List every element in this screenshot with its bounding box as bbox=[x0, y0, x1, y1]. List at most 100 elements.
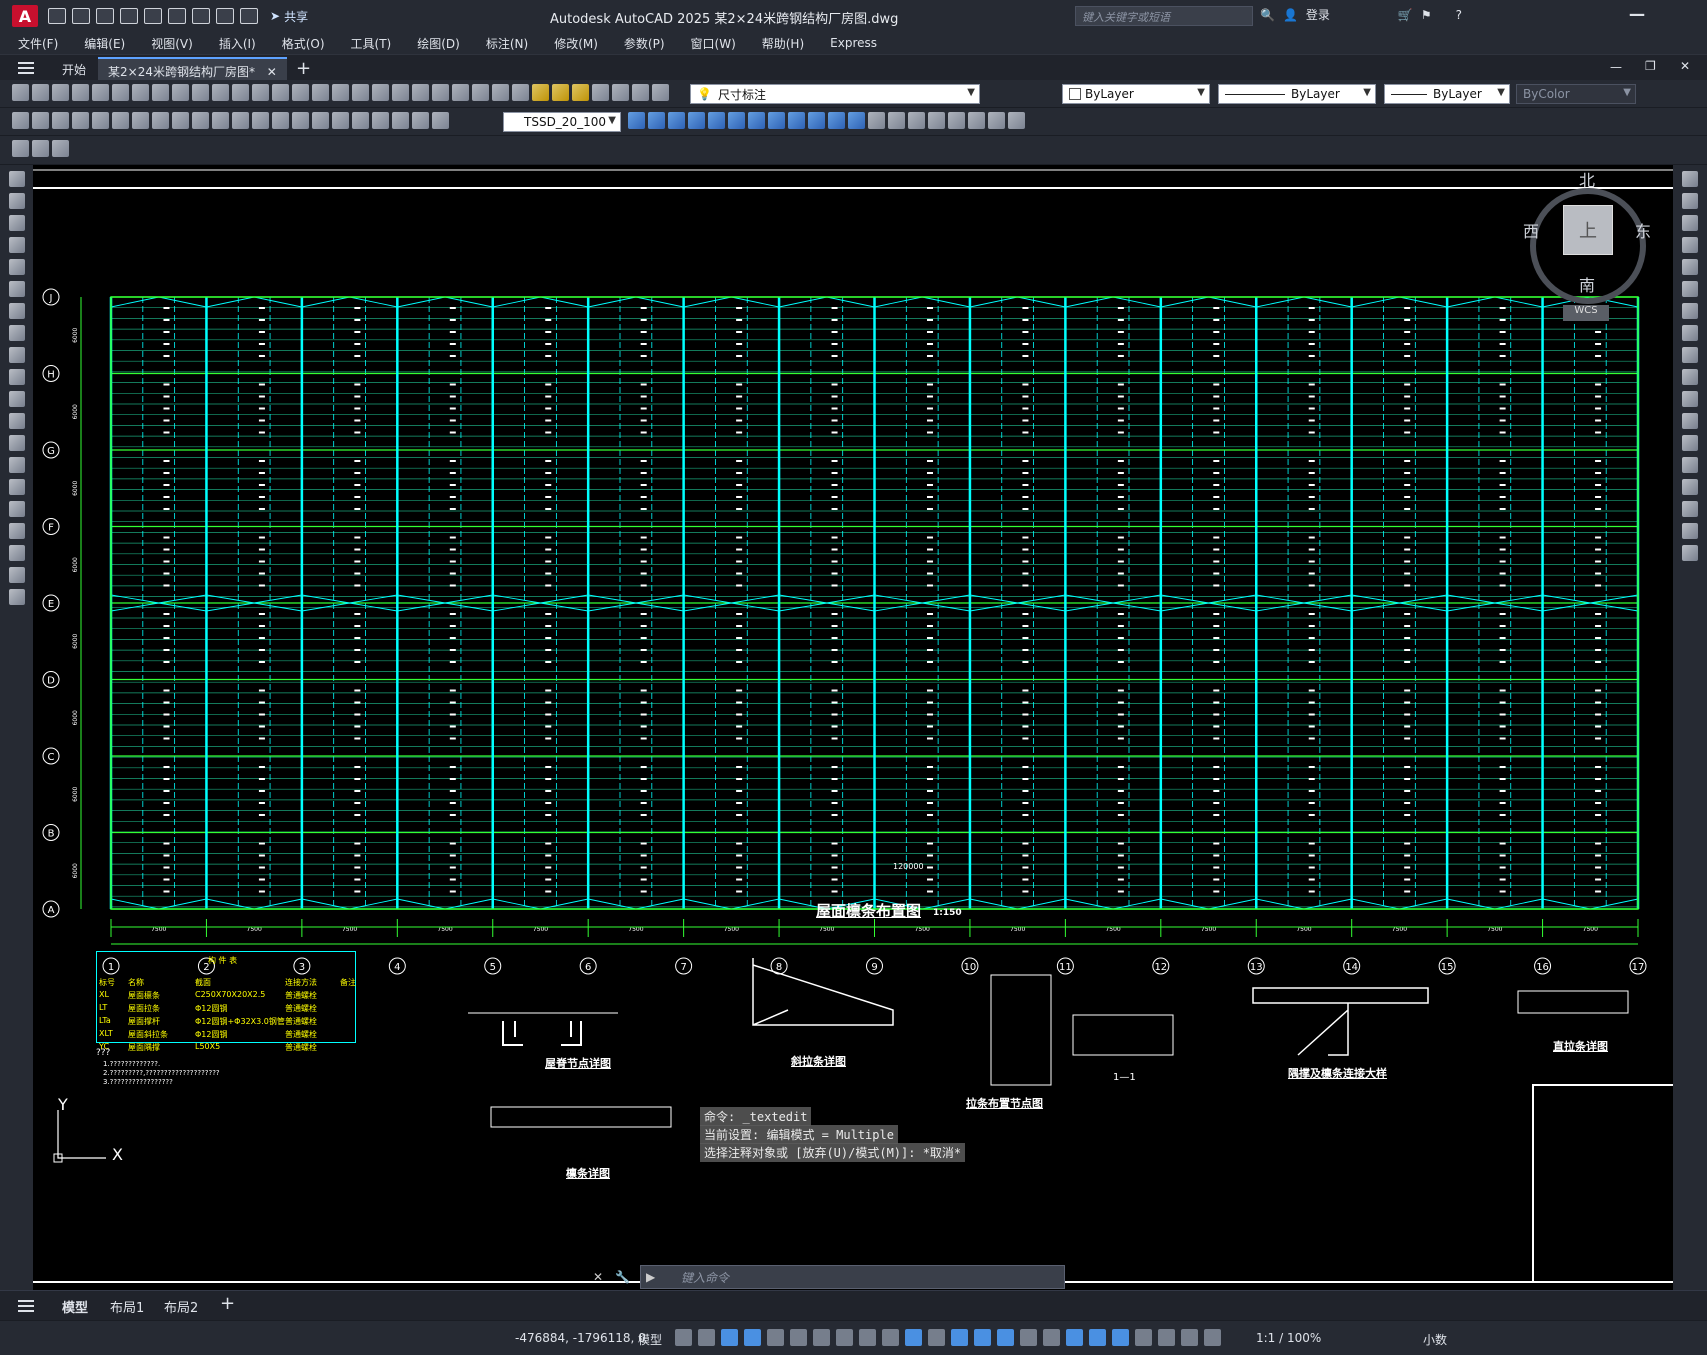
command-prompt-icon[interactable]: ▶ bbox=[646, 1270, 656, 1284]
status-toggle-icon[interactable] bbox=[836, 1329, 853, 1346]
arrange-tool-icon[interactable] bbox=[668, 112, 685, 129]
save-web-icon[interactable] bbox=[168, 8, 186, 24]
layout-menu-icon[interactable] bbox=[18, 1300, 34, 1312]
standard-tool-icon[interactable] bbox=[92, 84, 109, 101]
standard-tool-icon[interactable] bbox=[352, 84, 369, 101]
draw-tool-icon[interactable] bbox=[8, 347, 25, 363]
tab-model[interactable]: 模型 bbox=[62, 1301, 89, 1316]
standard-tool-icon[interactable] bbox=[132, 84, 149, 101]
draw-tool-icon[interactable] bbox=[8, 325, 25, 341]
status-toggle-icon[interactable] bbox=[767, 1329, 784, 1346]
dimension-tool-icon[interactable] bbox=[52, 112, 69, 129]
modify-tool-icon[interactable] bbox=[1682, 281, 1698, 297]
layer-dropdown[interactable]: 💡 尺寸标注 ▼ bbox=[690, 84, 980, 104]
standard-tool-icon[interactable] bbox=[432, 84, 449, 101]
new-layout-plus-icon[interactable]: + bbox=[220, 1293, 236, 1314]
new-tab-plus-icon[interactable]: + bbox=[296, 58, 312, 79]
status-toggle-icon[interactable] bbox=[1066, 1329, 1083, 1346]
tab-drawing[interactable]: 某2×24米跨钢结构厂房图* ✕ bbox=[98, 57, 287, 81]
draw-tool-icon[interactable] bbox=[8, 281, 25, 297]
dimension-tool-icon[interactable] bbox=[392, 112, 409, 129]
status-toggle-icon[interactable] bbox=[905, 1329, 922, 1346]
viewcube-ring[interactable] bbox=[1530, 188, 1646, 304]
draw-tool-icon[interactable] bbox=[8, 589, 25, 605]
lineweight-dropdown[interactable]: ByLayer ▼ bbox=[1384, 84, 1510, 104]
dimension-tool-icon[interactable] bbox=[292, 112, 309, 129]
draw-tool-icon[interactable] bbox=[8, 259, 25, 275]
arrange-tool-icon[interactable] bbox=[728, 112, 745, 129]
standard-tool-icon[interactable] bbox=[372, 84, 389, 101]
status-toggle-icon[interactable] bbox=[675, 1329, 692, 1346]
status-toggle-icon[interactable] bbox=[1112, 1329, 1129, 1346]
standard-tool-icon[interactable] bbox=[192, 84, 209, 101]
autodesk-apps-icon[interactable]: ⚑ bbox=[1420, 7, 1432, 22]
units-dropdown[interactable]: 小数 bbox=[1423, 1333, 1448, 1347]
dimension-tool-icon[interactable] bbox=[112, 112, 129, 129]
linetype-dropdown[interactable]: ByLayer ▼ bbox=[1218, 84, 1376, 104]
arrange-tool-icon[interactable] bbox=[768, 112, 785, 129]
menu-item-3[interactable]: 插入(I) bbox=[218, 36, 256, 51]
menu-item-12[interactable]: Express bbox=[830, 36, 877, 50]
user-icon[interactable]: 👤 bbox=[1282, 7, 1298, 22]
menu-item-4[interactable]: 格式(O) bbox=[281, 36, 325, 51]
new-file-icon[interactable] bbox=[48, 8, 66, 24]
status-toggle-icon[interactable] bbox=[951, 1329, 968, 1346]
open-file-icon[interactable] bbox=[72, 8, 90, 24]
standard-tool-icon[interactable] bbox=[12, 84, 29, 101]
dimension-tool-icon[interactable] bbox=[92, 112, 109, 129]
tab-layout2[interactable]: 布局2 bbox=[164, 1301, 199, 1316]
modify-tool-icon[interactable] bbox=[1682, 171, 1698, 187]
modify-tool-icon[interactable] bbox=[1682, 325, 1698, 341]
draw-tool-icon[interactable] bbox=[8, 435, 25, 451]
status-toggle-icon[interactable] bbox=[813, 1329, 830, 1346]
menu-item-6[interactable]: 绘图(D) bbox=[417, 36, 460, 51]
standard-tool-icon[interactable] bbox=[72, 84, 89, 101]
arrange-tool-icon[interactable] bbox=[928, 112, 945, 129]
status-toggle-icon[interactable] bbox=[790, 1329, 807, 1346]
standard-tool-icon[interactable] bbox=[332, 84, 349, 101]
extra-tool-icon[interactable] bbox=[52, 140, 69, 157]
arrange-tool-icon[interactable] bbox=[628, 112, 645, 129]
dimension-tool-icon[interactable] bbox=[232, 112, 249, 129]
wcs-menu[interactable]: WCS bbox=[1563, 305, 1609, 321]
dimension-tool-icon[interactable] bbox=[312, 112, 329, 129]
standard-tool-icon[interactable] bbox=[112, 84, 129, 101]
status-toggle-icon[interactable] bbox=[1158, 1329, 1175, 1346]
modify-tool-icon[interactable] bbox=[1682, 523, 1698, 539]
standard-tool-icon[interactable] bbox=[32, 84, 49, 101]
status-toggle-icon[interactable] bbox=[859, 1329, 876, 1346]
arrange-tool-icon[interactable] bbox=[1008, 112, 1025, 129]
standard-tool-icon[interactable] bbox=[272, 84, 289, 101]
draw-tool-icon[interactable] bbox=[8, 391, 25, 407]
standard-tool-icon[interactable] bbox=[52, 84, 69, 101]
modify-tool-icon[interactable] bbox=[1682, 457, 1698, 473]
dimension-tool-icon[interactable] bbox=[72, 112, 89, 129]
status-toggle-icon[interactable] bbox=[1020, 1329, 1037, 1346]
dimension-tool-icon[interactable] bbox=[152, 112, 169, 129]
draw-tool-icon[interactable] bbox=[8, 567, 25, 583]
compass-east[interactable]: 东 bbox=[1635, 222, 1652, 241]
plotstyle-dropdown[interactable]: ByColor ▼ bbox=[1516, 84, 1636, 104]
draw-tool-icon[interactable] bbox=[8, 215, 25, 231]
status-toggle-icon[interactable] bbox=[698, 1329, 715, 1346]
menu-item-2[interactable]: 视图(V) bbox=[151, 36, 193, 51]
save-as-icon[interactable] bbox=[120, 8, 138, 24]
arrange-tool-icon[interactable] bbox=[868, 112, 885, 129]
menu-item-1[interactable]: 编辑(E) bbox=[84, 36, 126, 51]
arrange-tool-icon[interactable] bbox=[808, 112, 825, 129]
plot-icon[interactable] bbox=[192, 8, 210, 24]
tab-minimize-icon[interactable]: — bbox=[1610, 60, 1622, 74]
menu-item-0[interactable]: 文件(F) bbox=[18, 36, 59, 51]
compass-south[interactable]: 南 bbox=[1579, 276, 1596, 295]
status-toggle-icon[interactable] bbox=[974, 1329, 991, 1346]
save-icon[interactable] bbox=[96, 8, 114, 24]
standard-tool-icon[interactable] bbox=[532, 84, 549, 101]
modify-tool-icon[interactable] bbox=[1682, 303, 1698, 319]
standard-tool-icon[interactable] bbox=[592, 84, 609, 101]
modify-tool-icon[interactable] bbox=[1682, 391, 1698, 407]
status-toggle-icon[interactable] bbox=[1135, 1329, 1152, 1346]
arrange-tool-icon[interactable] bbox=[828, 112, 845, 129]
menu-item-5[interactable]: 工具(T) bbox=[350, 36, 392, 51]
dimension-tool-icon[interactable] bbox=[272, 112, 289, 129]
